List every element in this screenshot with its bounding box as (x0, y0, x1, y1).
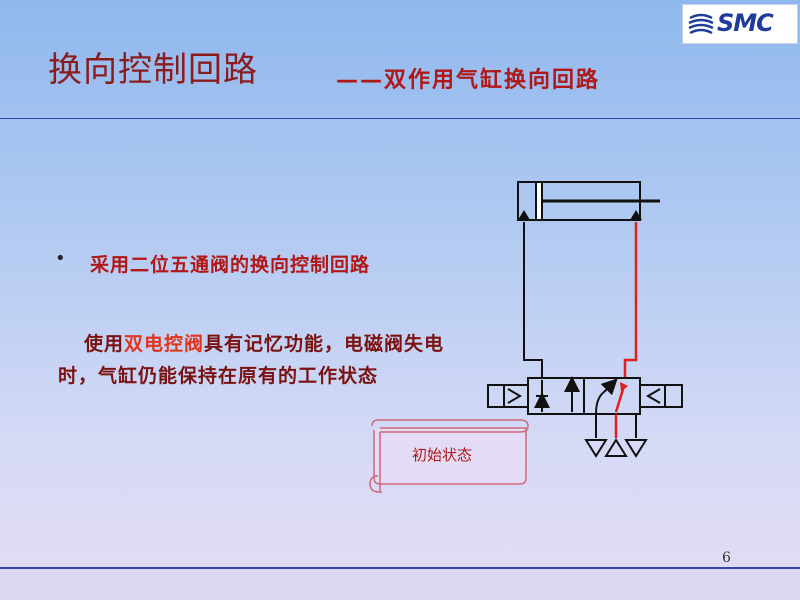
footer-divider (0, 567, 800, 569)
exhaust-line (523, 222, 543, 378)
bullet-dot: • (55, 248, 66, 269)
exhaust-symbols (584, 414, 648, 458)
footer-band (0, 569, 800, 600)
bullet-text: 采用二位五通阀的换向控制回路 (90, 254, 371, 276)
five-two-way-valve (487, 376, 683, 415)
page-number: 6 (722, 550, 731, 566)
page-title: 换向控制回路 (48, 50, 258, 90)
pressure-line (623, 222, 638, 378)
double-acting-cylinder (517, 181, 660, 221)
description-pre: 使用 (84, 333, 125, 355)
page-subtitle: ——双作用气缸换向回路 (336, 68, 601, 93)
smc-logo-text: SMC (717, 9, 774, 37)
description-paragraph: 使用双电控阀具有记忆功能，电磁阀失电时，气缸仍能保持在原有的工作状态 (58, 328, 453, 392)
description-highlight: 双电控阀 (124, 333, 205, 355)
smc-logo-mark-icon (688, 13, 714, 35)
smc-logo: SMC (682, 4, 798, 44)
description-post: 具有记忆功能，电磁阀失电时，气缸仍能保持在原有的工作状态 (58, 333, 445, 387)
header-divider (0, 118, 800, 119)
state-scroll-banner (369, 419, 529, 493)
initial-state-label: 初始状态 (412, 446, 473, 464)
